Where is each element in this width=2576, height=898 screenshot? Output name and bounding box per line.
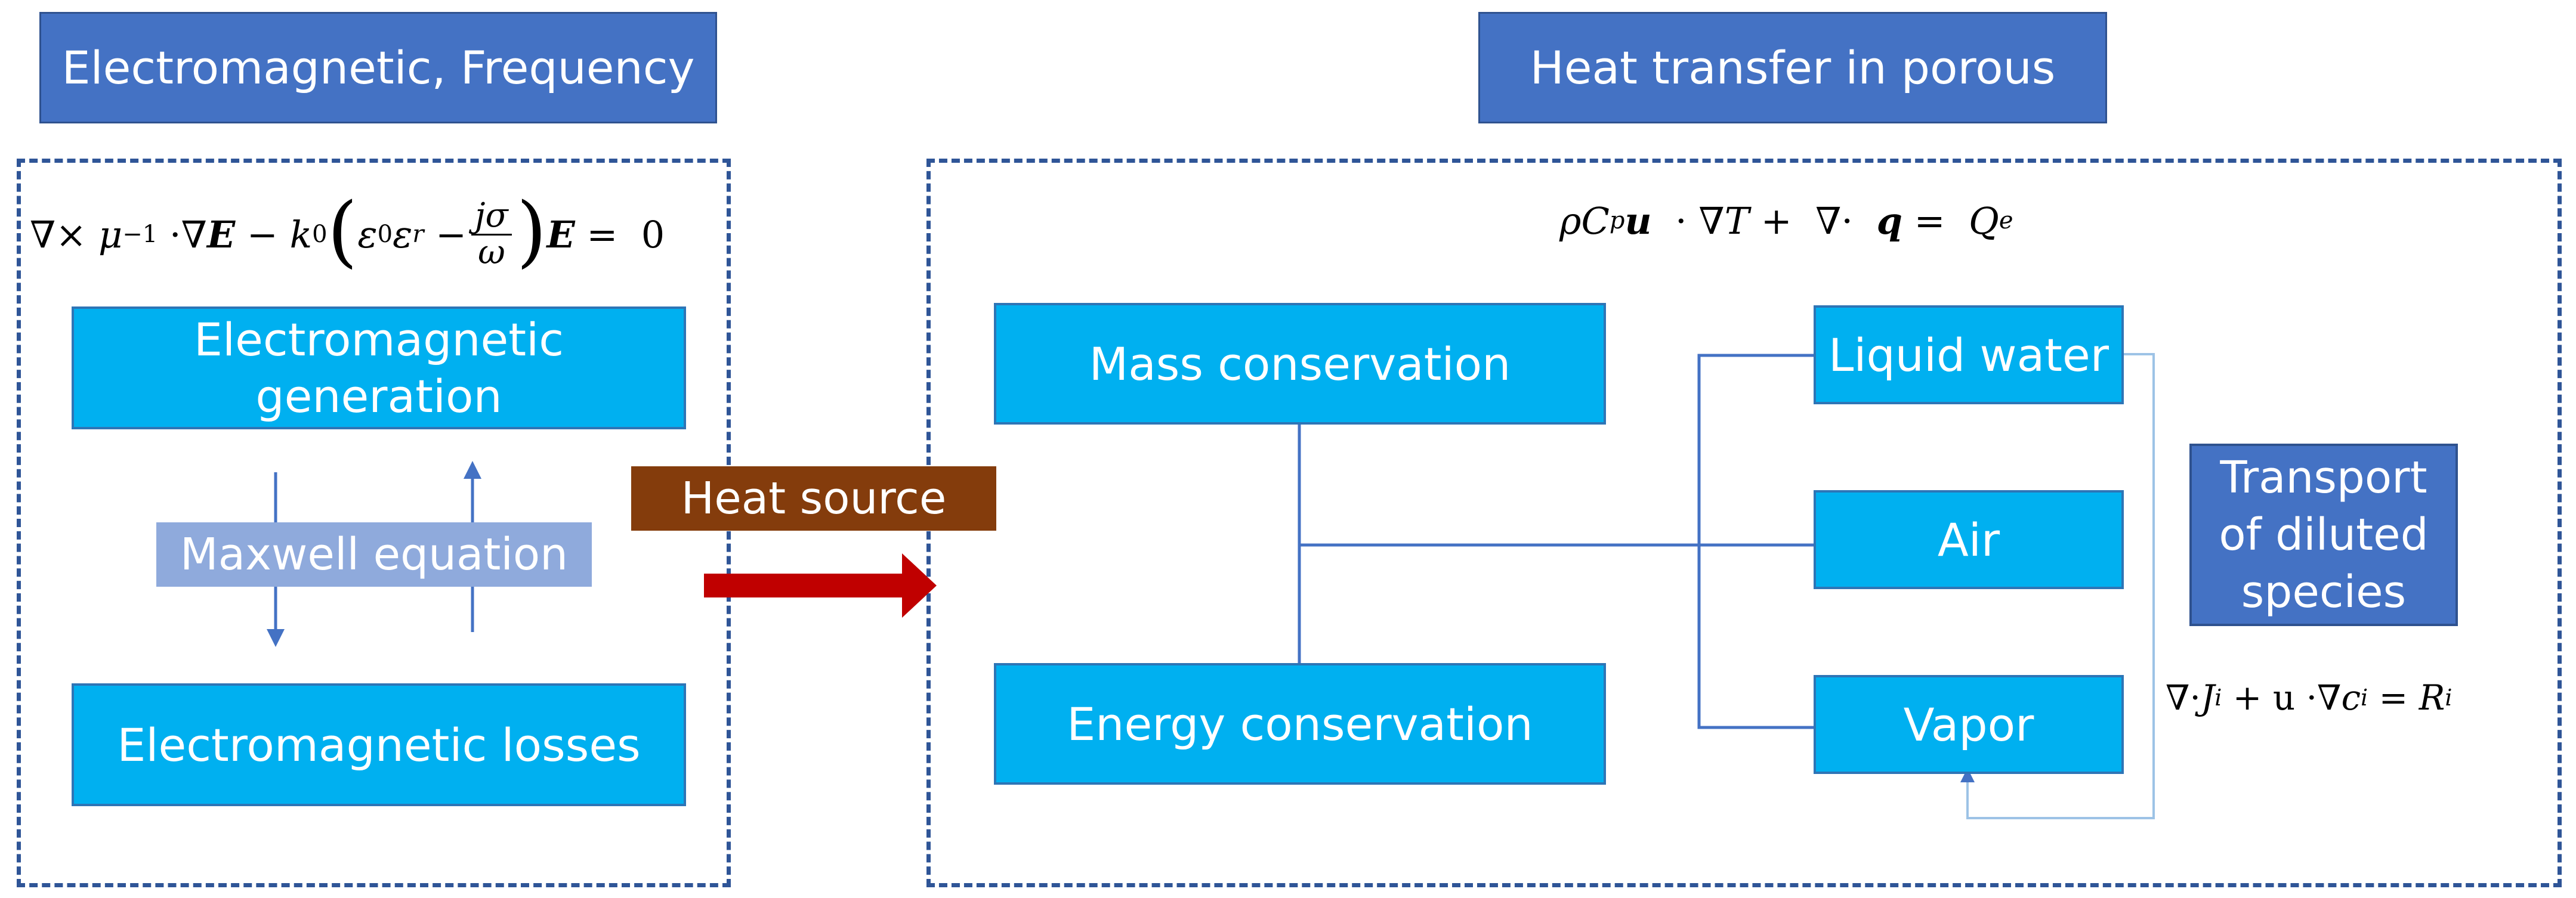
electromagnetic-generation-box: Electromagnetic generation — [72, 306, 686, 429]
mass-conservation-box: Mass conservation — [994, 303, 1606, 425]
energy-conservation-box: Energy conservation — [994, 663, 1606, 785]
maxwell-equation-label-box: Maxwell equation — [156, 522, 592, 587]
em-generation-label: Electromagnetic generation — [193, 313, 564, 423]
title-left-label: Electromagnetic, Frequency — [61, 41, 695, 94]
em-losses-label: Electromagnetic losses — [117, 718, 641, 772]
title-right-label: Heat transfer in porous — [1530, 41, 2056, 94]
vapor-box: Vapor — [1814, 675, 2124, 774]
electromagnetic-losses-box: Electromagnetic losses — [72, 683, 686, 806]
liquid-to-vapor-loop — [1960, 353, 2155, 819]
mass-conservation-label: Mass conservation — [1089, 337, 1511, 391]
vapor-label: Vapor — [1903, 698, 2034, 751]
heat-source-label: Heat source — [681, 473, 947, 524]
air-label: Air — [1937, 513, 2000, 566]
liquid-water-box: Liquid water — [1814, 305, 2124, 404]
liquid-water-label: Liquid water — [1828, 328, 2109, 382]
transport-diluted-species-box: Transport of diluted species — [2189, 444, 2458, 626]
energy-conservation-label: Energy conservation — [1067, 697, 1533, 751]
air-box: Air — [1814, 490, 2124, 589]
title-electromagnetic-frequency: Electromagnetic, Frequency — [39, 12, 717, 123]
maxwell-label: Maxwell equation — [180, 529, 569, 580]
heat-source-label-box: Heat source — [631, 466, 996, 531]
title-heat-transfer-porous: Heat transfer in porous — [1478, 12, 2107, 123]
transport-label: Transport of diluted species — [2219, 451, 2429, 618]
heat-source-arrow — [704, 553, 937, 618]
species-bracket — [1697, 354, 1814, 729]
